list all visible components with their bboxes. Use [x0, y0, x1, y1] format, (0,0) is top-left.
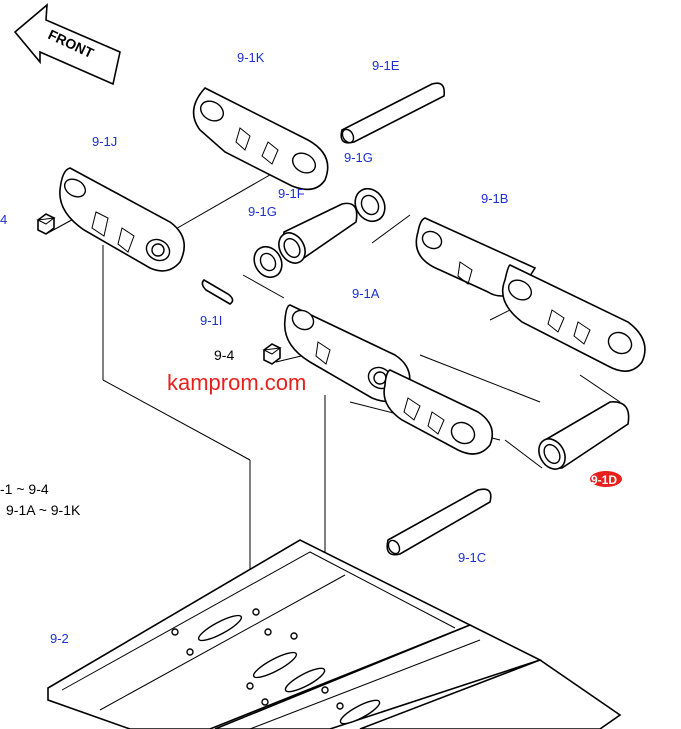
label-9-1a: 9-1A	[352, 286, 380, 301]
link-9-1a	[283, 304, 494, 455]
seal-9-1g-top	[354, 187, 386, 223]
bushing-9-1f	[278, 202, 358, 264]
label-9-1j: 9-1J	[92, 134, 117, 149]
label-9-2: 9-2	[50, 631, 69, 646]
bushing-9-1d	[538, 401, 630, 470]
link-9-1k	[192, 87, 329, 191]
label-9-1b: 9-1B	[481, 191, 508, 206]
front-arrow: FRONT	[13, 3, 121, 86]
legend-line-1: -1 ~ 9-4	[0, 481, 49, 497]
legend-line-2: 9-1A ~ 9-1K	[6, 502, 81, 518]
label-9-1k: 9-1K	[237, 50, 265, 65]
nut-9-4-left	[36, 213, 56, 235]
label-9-1g-left: 9-1G	[248, 204, 277, 219]
link-9-1b	[415, 217, 646, 372]
seal-9-1g-left	[253, 245, 283, 279]
track-shoe-9-2	[47, 539, 622, 729]
label-9-1i: 9-1I	[200, 313, 222, 328]
label-9-1g-top: 9-1G	[344, 150, 373, 165]
nut-9-4-mid	[262, 343, 282, 365]
watermark: kamprom.com	[167, 370, 306, 395]
label-9-4-mid: 9-4	[214, 347, 234, 363]
label-9-1d-highlight: 9-1D	[590, 471, 622, 487]
link-9-1j	[59, 167, 186, 272]
label-9-1e: 9-1E	[372, 58, 400, 73]
pin-9-1e	[340, 82, 446, 144]
label-9-1c: 9-1C	[458, 550, 486, 565]
label-9-4-left: 4	[0, 212, 7, 227]
label-9-1f: 9-1F	[278, 186, 305, 201]
pin-9-1c	[386, 488, 492, 556]
label-9-1d: 9-1D	[591, 473, 617, 487]
retainer-9-1i	[201, 278, 234, 305]
